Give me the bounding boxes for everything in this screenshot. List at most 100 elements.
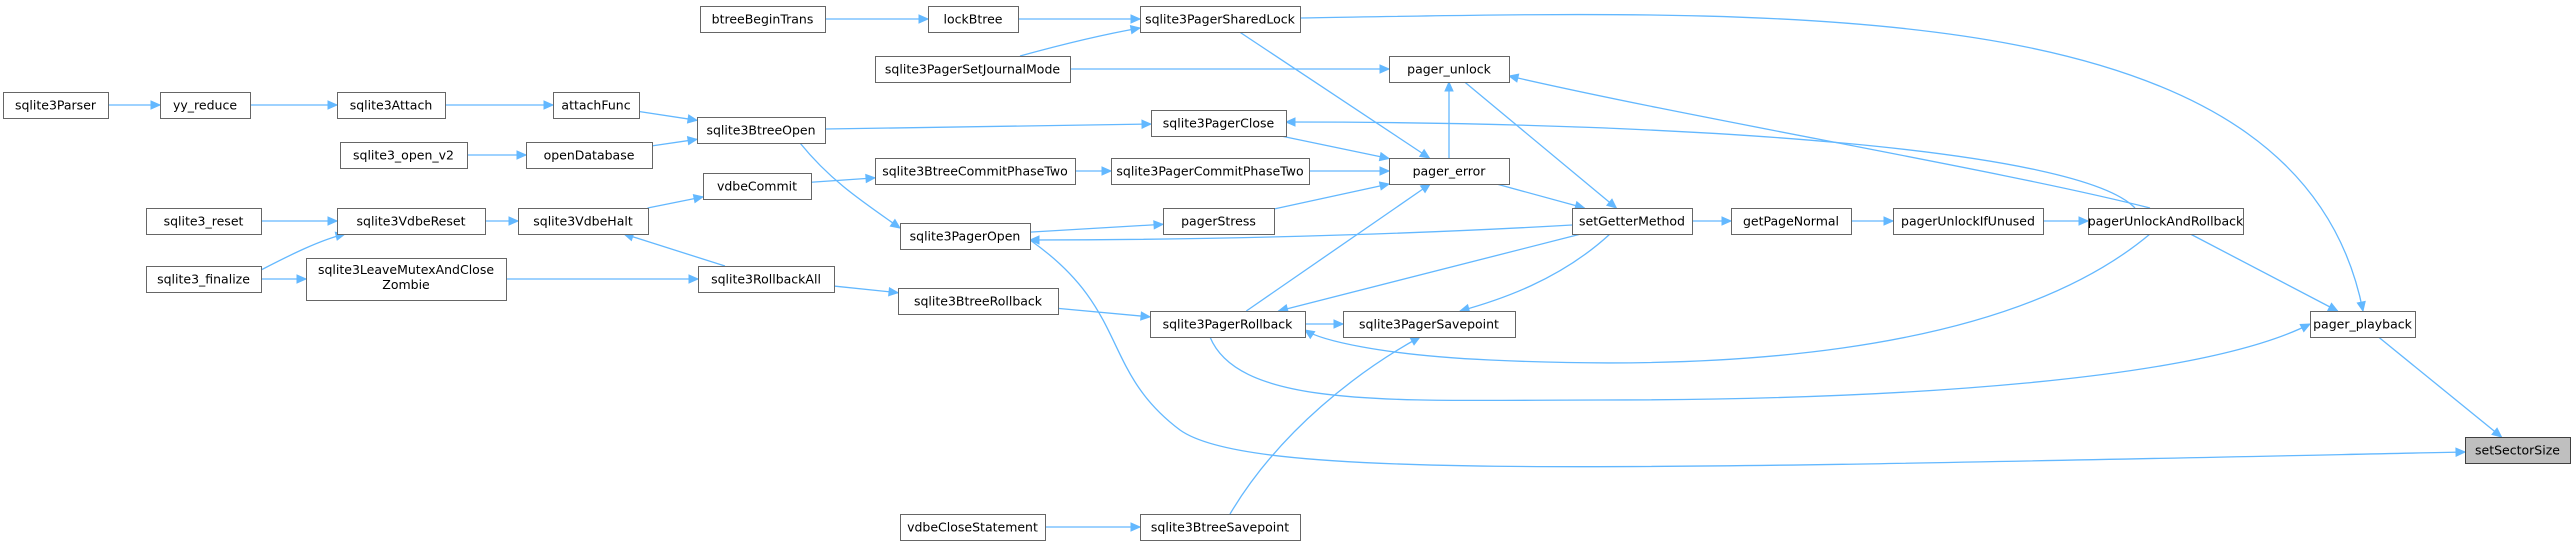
node-sqlite3-reset[interactable]: sqlite3_reset: [146, 208, 262, 235]
edge-arrowhead: [1153, 220, 1165, 230]
edge-set-getter-method-to-get-page-normal: [1692, 216, 1733, 226]
node-label: pagerStress: [1181, 214, 1256, 229]
node-box: [526, 142, 653, 169]
node-lock-btree[interactable]: lockBtree: [928, 6, 1019, 33]
edge-sqlite3-pager-rollback-to-sqlite3-pager-savepoint: [1305, 319, 1345, 329]
edge-set-getter-method-to-sqlite3-pager-rollback: [1277, 233, 1582, 314]
edge-arrowhead: [1303, 329, 1316, 340]
node-box: [553, 92, 640, 119]
node-label: sqlite3PagerSharedLock: [1145, 12, 1296, 27]
node-sqlite3-pager-rollback[interactable]: sqlite3PagerRollback: [1150, 311, 1306, 338]
edge-arrowhead: [1378, 151, 1391, 162]
node-set-sector-size[interactable]: setSectorSize: [2465, 437, 2571, 464]
node-vdbe-commit[interactable]: vdbeCommit: [703, 173, 812, 200]
node-label: openDatabase: [544, 148, 635, 163]
node-pager-error[interactable]: pager_error: [1389, 158, 1510, 185]
node-sqlite3-btree-rollback[interactable]: sqlite3BtreeRollback: [898, 288, 1059, 315]
edge-line: [1508, 75, 2151, 209]
edge-arrowhead: [543, 100, 555, 110]
edge-line: [810, 177, 876, 183]
edge-arrowhead: [889, 218, 902, 229]
node-sqlite3-attach[interactable]: sqlite3Attach: [337, 92, 446, 119]
node-sqlite3-pager-commit-phase-two[interactable]: sqlite3PagerCommitPhaseTwo: [1111, 158, 1310, 185]
edge-line: [1239, 31, 1430, 159]
edge-line: [1496, 183, 1585, 209]
edge-sqlite3-rollback-all-to-sqlite3-btree-rollback: [833, 285, 900, 297]
node-box: [160, 92, 251, 119]
node-label: sqlite3_finalize: [157, 272, 250, 287]
node-pager-stress[interactable]: pagerStress: [1163, 208, 1275, 235]
node-sqlite3-btree-commit-phase-two[interactable]: sqlite3BtreeCommitPhaseTwo: [875, 158, 1076, 185]
node-label: sqlite3VdbeReset: [357, 214, 466, 229]
node-box: [1150, 311, 1306, 338]
node-pager-unlock-and-rollback[interactable]: pagerUnlockAndRollback: [2088, 208, 2244, 235]
node-sqlite3-pager-set-journal-mode[interactable]: sqlite3PagerSetJournalMode: [875, 56, 1071, 83]
node-box: [1893, 208, 2044, 235]
node-sqlite3-vdbe-reset[interactable]: sqlite3VdbeReset: [337, 208, 486, 235]
edge-sqlite3-pager-commit-phase-two-to-pager-error: [1309, 166, 1391, 176]
edge-vdbe-commit-to-sqlite3-btree-commit-phase-two: [810, 173, 877, 184]
node-sqlite3-rollback-all[interactable]: sqlite3RollbackAll: [698, 266, 835, 293]
node-yy-reduce[interactable]: yy_reduce: [160, 92, 251, 119]
edge-sqlite3-pager-close-to-pager-error: [1280, 135, 1391, 162]
node-sqlite3-pager-savepoint[interactable]: sqlite3PagerSavepoint: [1343, 311, 1516, 338]
node-btree-begin-trans[interactable]: btreeBeginTrans: [700, 6, 826, 33]
edge-arrowhead: [1129, 24, 1142, 35]
node-label: getPageNormal: [1743, 214, 1839, 229]
edge-arrowhead: [686, 135, 699, 146]
edge-arrowhead: [2356, 300, 2366, 313]
node-box: [1572, 208, 1693, 235]
node-sqlite3-pager-open[interactable]: sqlite3PagerOpen: [900, 223, 1031, 250]
node-sqlite3-vdbe-halt[interactable]: sqlite3VdbeHalt: [518, 208, 649, 235]
node-sqlite3-parser[interactable]: sqlite3Parser: [3, 92, 109, 119]
node-sqlite3-open-v2[interactable]: sqlite3_open_v2: [340, 142, 468, 169]
node-box: [900, 223, 1031, 250]
node-label: sqlite3BtreeSavepoint: [1151, 520, 1289, 535]
edge-sqlite3-pager-rollback-to-pager-playback: [1209, 323, 2312, 402]
node-label: sqlite3BtreeOpen: [706, 123, 815, 138]
edge-arrowhead: [1130, 14, 1142, 24]
edge-arrowhead: [296, 274, 308, 284]
node-label: pager_playback: [2313, 317, 2413, 332]
node-attach-func[interactable]: attachFunc: [553, 92, 640, 119]
node-box: [2088, 208, 2244, 235]
edge-sqlite3-pager-open-to-pager-stress: [1029, 220, 1165, 233]
node-label: sqlite3VdbeHalt: [533, 214, 633, 229]
edge-arrowhead: [1605, 198, 1618, 209]
edge-line: [1209, 323, 2311, 402]
edge-arrowhead: [1379, 64, 1391, 74]
node-vdbe-close-statement[interactable]: vdbeCloseStatement: [900, 514, 1046, 541]
node-sqlite3-finalize[interactable]: sqlite3_finalize: [146, 266, 262, 293]
edge-sqlite3-pager-rollback-to-pager-error: [1245, 183, 1432, 312]
node-get-page-normal[interactable]: getPageNormal: [1731, 208, 1852, 235]
node-label: sqlite3PagerRollback: [1163, 317, 1294, 332]
node-set-getter-method[interactable]: setGetterMethod: [1572, 208, 1693, 235]
node-pager-unlock[interactable]: pager_unlock: [1389, 56, 1510, 83]
node-label: btreeBeginTrans: [712, 12, 814, 27]
node-box: [1140, 6, 1301, 33]
node-box: [518, 208, 649, 235]
node-sqlite3-btree-savepoint[interactable]: sqlite3BtreeSavepoint: [1140, 514, 1301, 541]
node-label: yy_reduce: [173, 98, 237, 113]
node-sqlite3-pager-shared-lock[interactable]: sqlite3PagerSharedLock: [1140, 6, 1301, 33]
edge-line: [1299, 13, 2364, 312]
node-pager-playback[interactable]: pager_playback: [2310, 311, 2416, 338]
node-open-database[interactable]: openDatabase: [526, 142, 653, 169]
node-sqlite3-btree-open[interactable]: sqlite3BtreeOpen: [697, 117, 826, 144]
edge-pager-unlock-and-rollback-to-sqlite3-pager-rollback: [1303, 233, 2151, 364]
node-box: [1343, 311, 1516, 338]
edge-arrowhead: [2327, 302, 2339, 312]
edge-sqlite3-btree-rollback-to-sqlite3-pager-rollback: [1057, 307, 1152, 321]
node-sqlite3-pager-close[interactable]: sqlite3PagerClose: [1151, 110, 1287, 137]
edge-line: [1459, 233, 1611, 312]
node-box: [1140, 514, 1301, 541]
edge-sqlite3-vdbe-halt-to-vdbe-commit: [647, 194, 705, 209]
edge-open-database-to-sqlite3-btree-open: [651, 135, 699, 147]
node-label: setSectorSize: [2475, 443, 2560, 458]
node-pager-unlock-if-unused[interactable]: pagerUnlockIfUnused: [1893, 208, 2044, 235]
edge-sqlite3-parser-to-yy-reduce: [108, 100, 162, 110]
edge-line: [1304, 233, 2151, 364]
edge-pager-playback-to-set-sector-size: [2378, 336, 2503, 438]
